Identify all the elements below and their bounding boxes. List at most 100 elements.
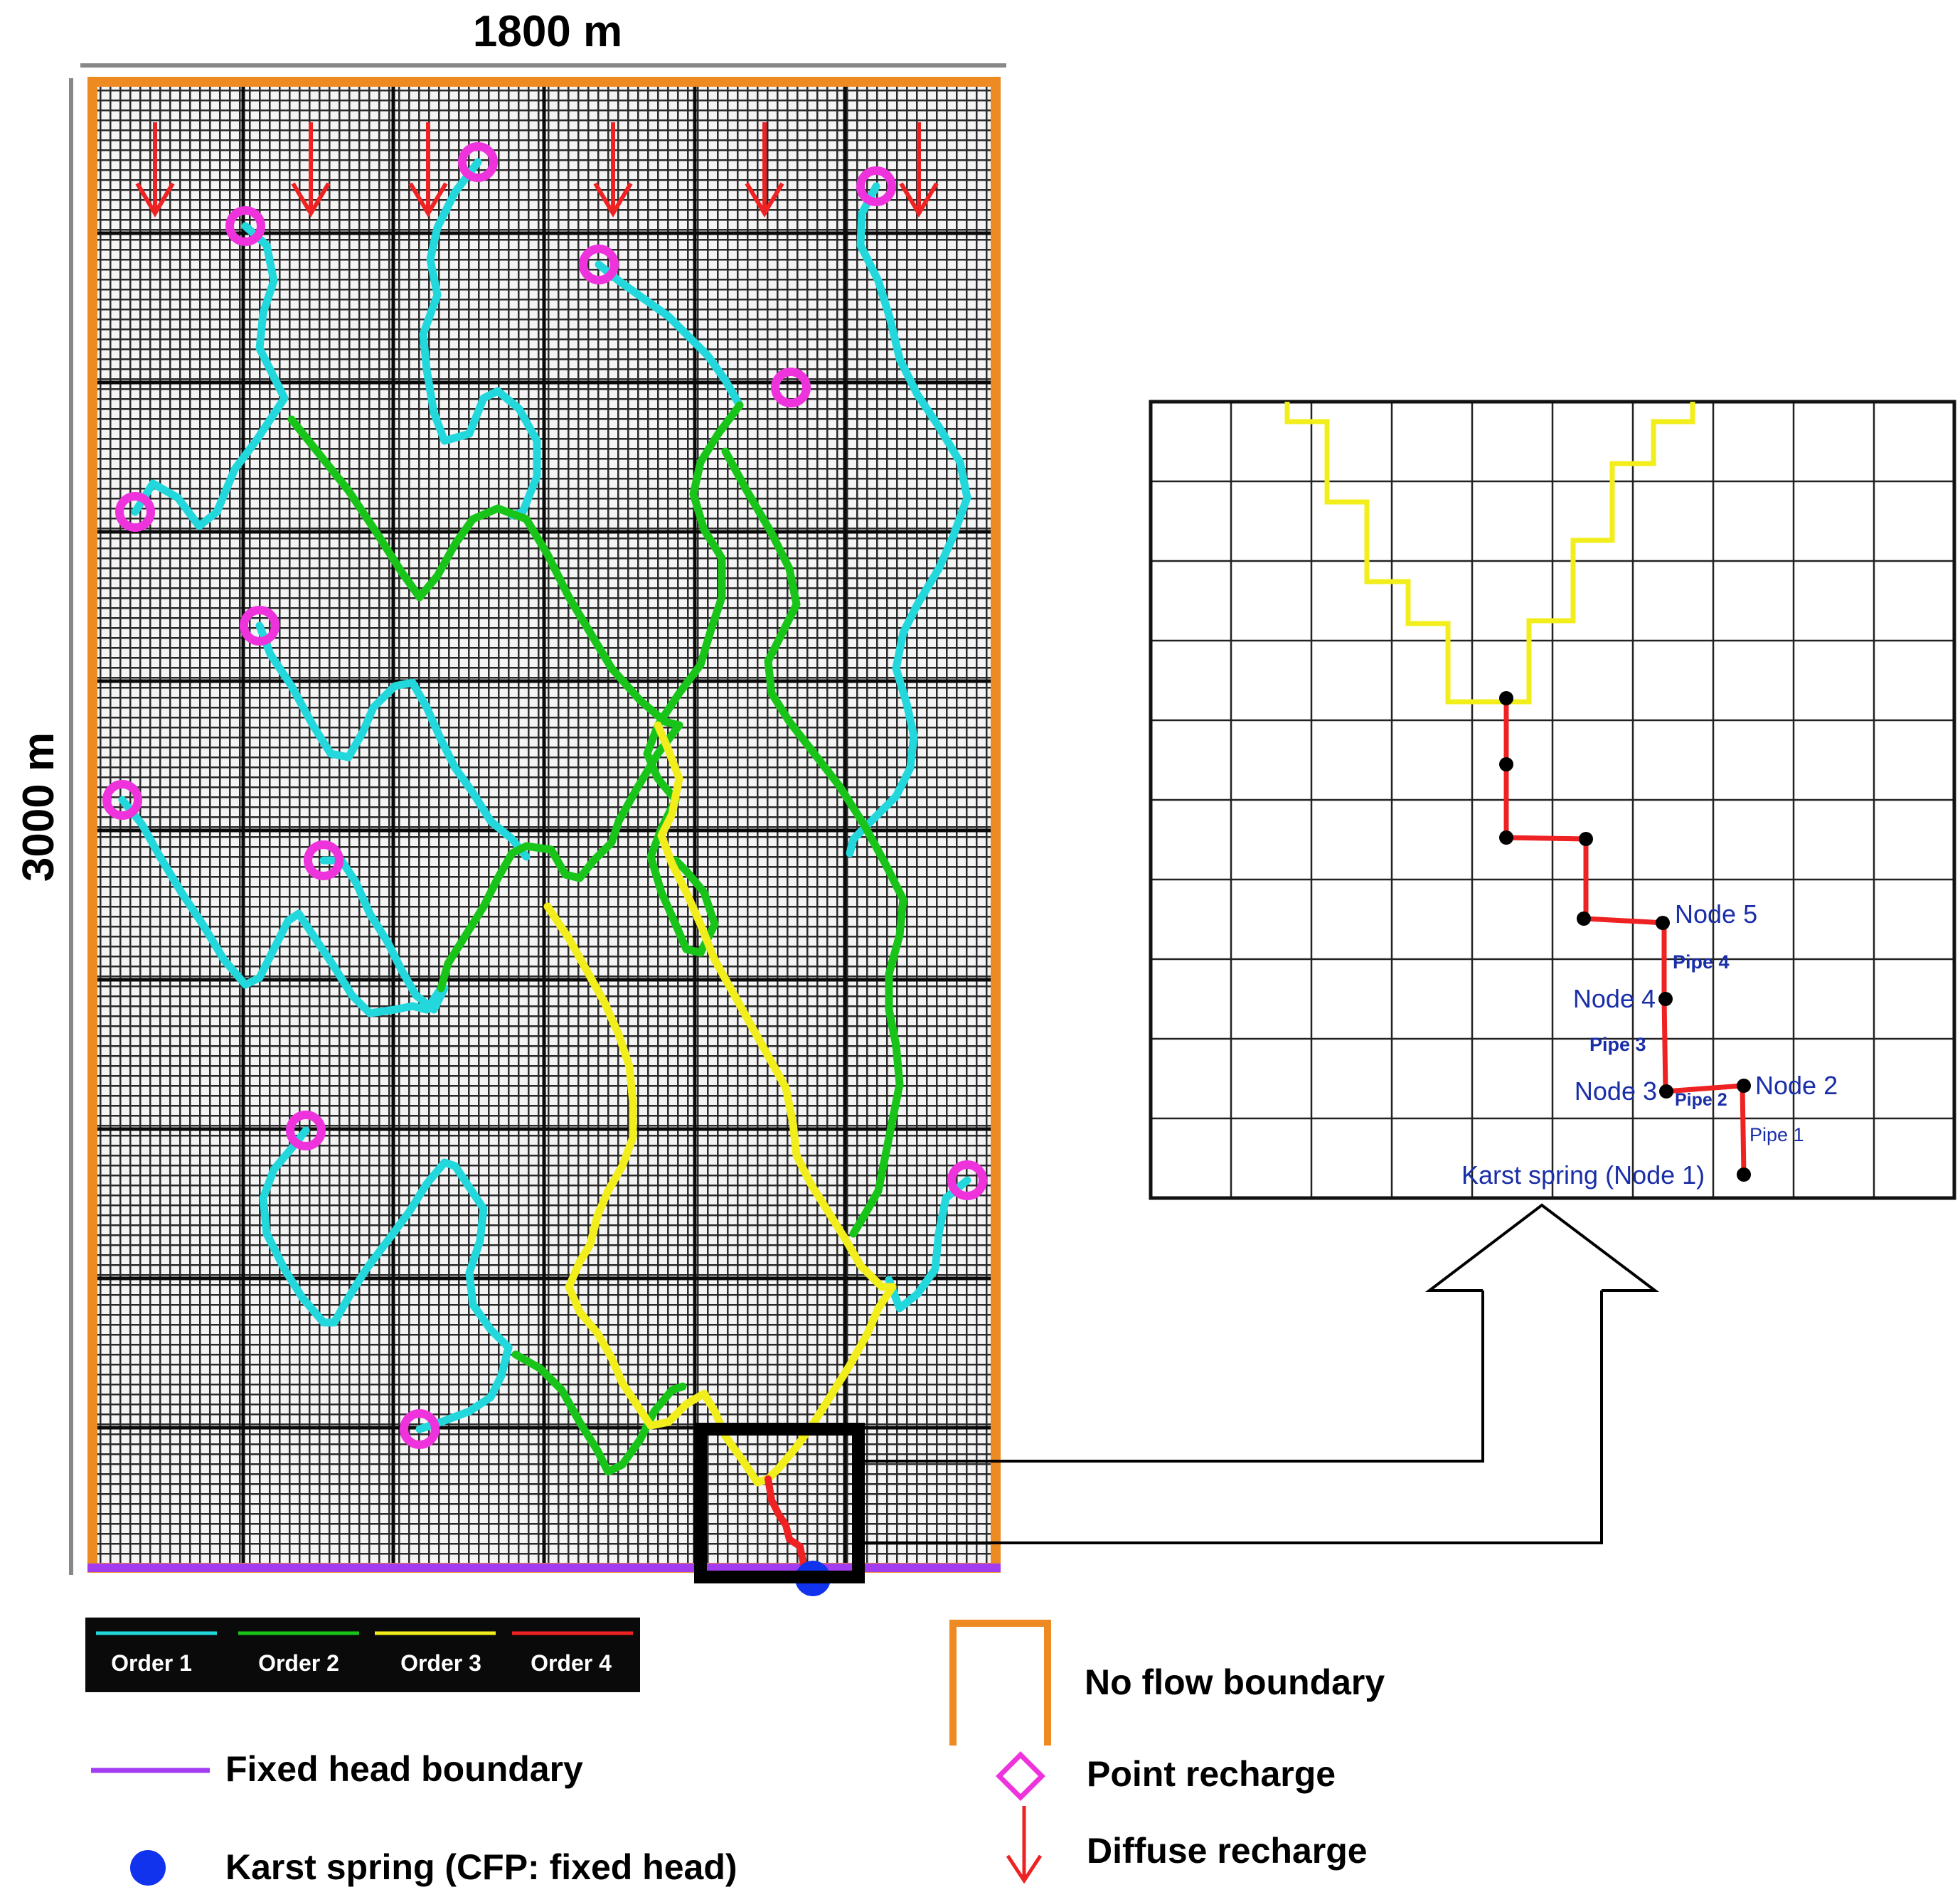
- conduit-order-1: [846, 182, 971, 857]
- pipe-2-label: Pipe 2: [1675, 1090, 1727, 1110]
- node-3-label: Node 3: [1575, 1076, 1657, 1106]
- pipe-1-label: Pipe 1: [1749, 1124, 1804, 1145]
- conduit-legend-label: Order 4: [531, 1650, 612, 1676]
- conduit-order-3: [543, 902, 772, 1487]
- conduit-order-1: [319, 856, 449, 1014]
- conduit-order-2: [511, 1350, 687, 1476]
- point-recharge-marker: [304, 840, 343, 880]
- node-4-label: Node 4: [1573, 984, 1656, 1013]
- point-recharge-marker: [286, 1111, 326, 1150]
- conduit-legend-label: Order 2: [258, 1650, 339, 1676]
- karst-spring-legend-label: Karst spring (CFP: fixed head): [225, 1847, 737, 1887]
- conduit-order-2: [437, 721, 683, 993]
- zoom-extent-box: [694, 1423, 865, 1583]
- conduit-order-1: [259, 1126, 513, 1352]
- width-dimension-label: 1800 m: [473, 7, 622, 56]
- pipe-4-label: Pipe 4: [1673, 951, 1730, 973]
- conduit-order-1: [419, 158, 541, 520]
- node-5-label: Node 5: [1675, 899, 1757, 929]
- dimension-markers: 1800 m 3000 m: [14, 7, 1006, 1575]
- point-recharge-legend-label: Point recharge: [1087, 1754, 1336, 1794]
- point-recharge-marker: [240, 606, 279, 646]
- conduit-order-1: [118, 796, 445, 1017]
- connector-line-upper: [858, 1290, 1484, 1463]
- point-recharge-marker: [771, 368, 811, 407]
- node-1-point: [1737, 1167, 1751, 1182]
- zoom-node-point: [1579, 832, 1593, 846]
- conduit-network: [118, 158, 971, 1578]
- point-recharge-marker: [856, 166, 896, 206]
- order-3-conduits: [543, 721, 897, 1487]
- order-2-conduits: [287, 401, 907, 1476]
- order-4-conduits: [765, 1475, 814, 1578]
- point-recharge-markers: [102, 142, 987, 1449]
- conduit-legend-label: Order 1: [111, 1650, 192, 1676]
- order-1-conduits: [118, 158, 971, 1433]
- connector-arrow-head: [1425, 1203, 1659, 1292]
- conduit-order-1: [131, 222, 289, 530]
- conduit-order-legend: Order 1 Order 2 Order 3 Order 4: [85, 1618, 640, 1692]
- no-flow-legend-label: No flow boundary: [1085, 1662, 1385, 1702]
- pipe-3-label: Pipe 3: [1589, 1034, 1646, 1055]
- diffuse-recharge-arrow-head: [745, 182, 784, 218]
- conduit-legend-label: Order 3: [400, 1650, 481, 1676]
- zoom-panel: Node 5 Node 4 Node 3 Node 2 Karst spring…: [1149, 400, 1956, 1200]
- zoom-node-point: [1499, 757, 1513, 771]
- conduit-order-1: [885, 1176, 971, 1313]
- conduit-order-2: [646, 796, 719, 957]
- conduit-order-1: [595, 260, 744, 410]
- no-flow-legend-swatch: [949, 1620, 1051, 1746]
- zoom-connector-arrow: [858, 1203, 1659, 1544]
- karst-spring-legend-swatch: [130, 1850, 166, 1886]
- node-3-point: [1659, 1084, 1673, 1099]
- height-dimension-label: 3000 m: [14, 732, 63, 882]
- diffuse-recharge-arrow-head: [408, 182, 448, 218]
- point-recharge-marker: [400, 1409, 440, 1449]
- conduit-order-2: [721, 447, 907, 1238]
- point-recharge-marker: [579, 245, 619, 284]
- zoom-labels: Node 5 Node 4 Node 3 Node 2 Karst spring…: [1461, 899, 1838, 1190]
- connector-line-lower: [858, 1290, 1603, 1544]
- symbol-legend: Fixed head boundary Karst spring (CFP: f…: [91, 1620, 1385, 1887]
- node-1-label: Karst spring (Node 1): [1461, 1160, 1705, 1190]
- diffuse-recharge-arrow-head: [593, 182, 633, 218]
- diffuse-recharge-arrow-head: [135, 182, 175, 218]
- zoom-conduit-order-3-left: [1284, 402, 1491, 705]
- fixed-head-legend-label: Fixed head boundary: [225, 1749, 583, 1789]
- point-recharge-marker: [458, 142, 498, 182]
- conduit-order-3: [764, 1283, 897, 1483]
- point-recharge-legend-swatch: [996, 1751, 1045, 1801]
- conduit-order-2: [287, 415, 683, 729]
- zoom-grid-lines: [1151, 402, 1954, 1198]
- zoom-panel-frame: [1149, 400, 1956, 1200]
- zoom-node-point: [1499, 830, 1513, 845]
- diffuse-recharge-legend-label: Diffuse recharge: [1087, 1831, 1368, 1871]
- conduit-order-4: [765, 1475, 814, 1578]
- zoom-node-points: [1499, 691, 1751, 1182]
- zoom-conduit-order-3-right: [1491, 402, 1695, 705]
- zoom-node-point: [1577, 912, 1591, 926]
- conduit-order-2: [643, 401, 744, 804]
- conduit-order-3: [654, 721, 897, 1291]
- diffuse-recharge-legend-swatch: [1006, 1806, 1043, 1884]
- conduit-legend-items: Order 1 Order 2 Order 3 Order 4: [96, 1631, 633, 1676]
- diffuse-legend-arrow-head: [1006, 1854, 1043, 1884]
- conduit-order-1: [255, 621, 531, 861]
- zoom-order-3-conduits: [1284, 402, 1695, 705]
- node-2-point: [1737, 1079, 1751, 1093]
- node-4-point: [1658, 992, 1673, 1006]
- zoom-node-point: [1499, 691, 1513, 705]
- point-recharge-marker: [115, 492, 155, 532]
- point-recharge-marker: [102, 780, 142, 820]
- diffuse-recharge-arrow-head: [291, 182, 331, 218]
- node-2-label: Node 2: [1755, 1071, 1838, 1100]
- point-recharge-marker: [225, 206, 265, 246]
- node-5-point: [1656, 916, 1670, 930]
- diffuse-recharge-arrows: [135, 122, 939, 218]
- zoom-conduit-order-4: [1503, 698, 1747, 1175]
- conduit-legend-background: [85, 1618, 640, 1692]
- zoom-order-4-conduit: [1503, 698, 1747, 1175]
- point-recharge-marker: [947, 1160, 987, 1200]
- diffuse-recharge-arrow-head: [899, 182, 939, 218]
